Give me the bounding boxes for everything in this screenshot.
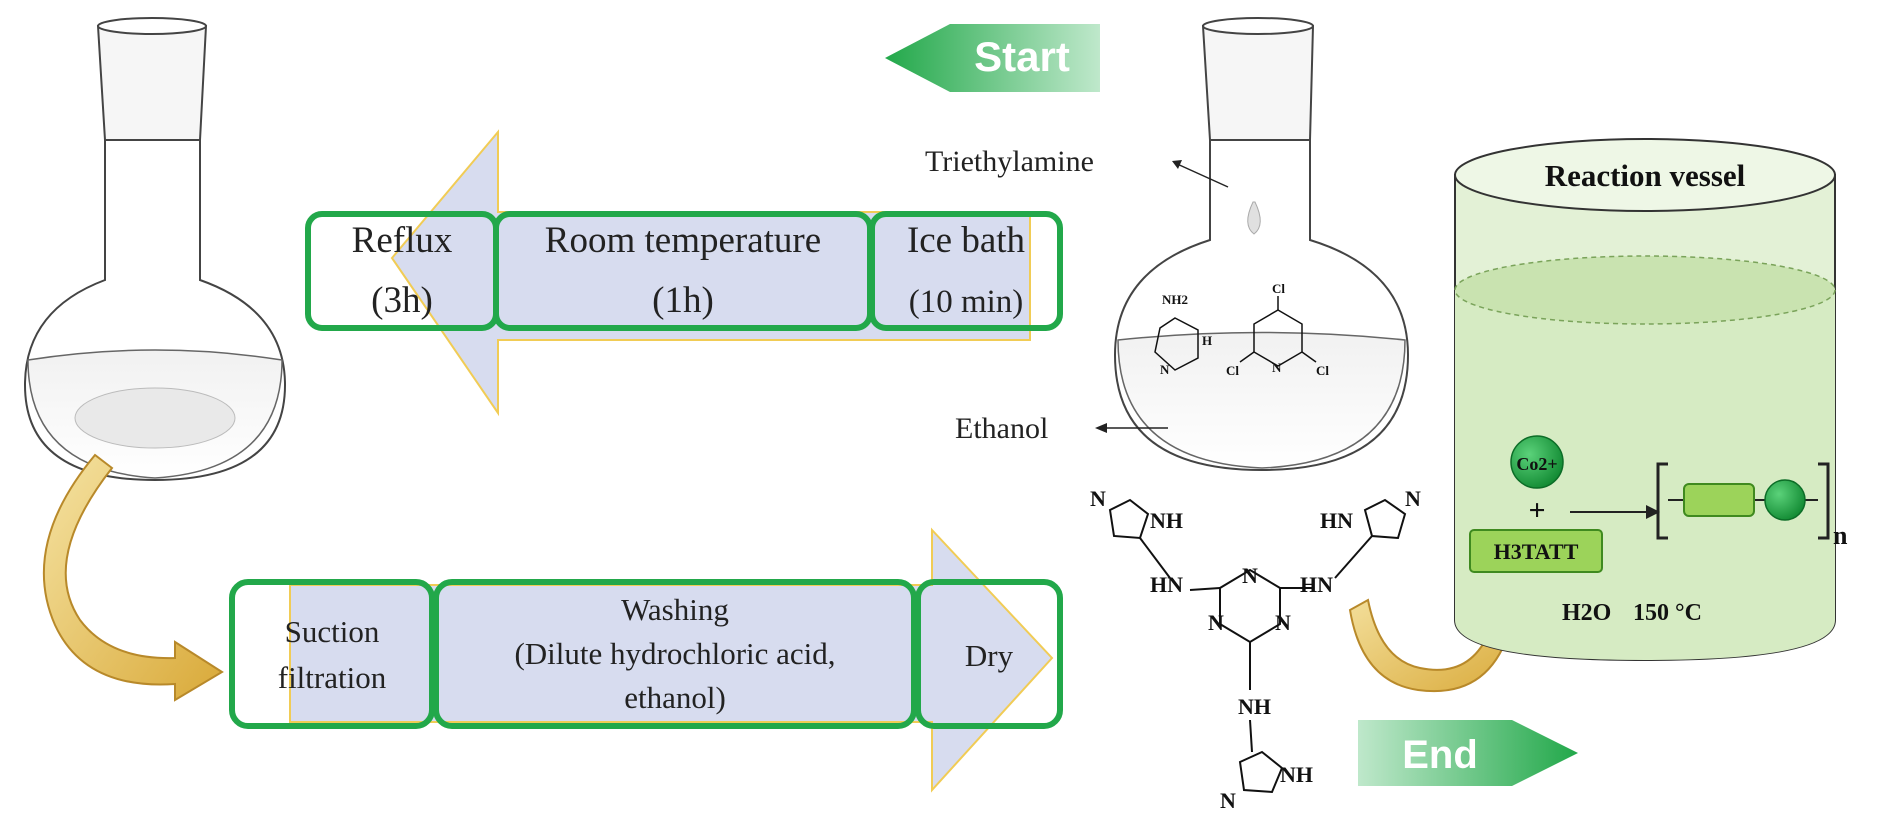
ethanol-solution (1117, 331, 1406, 469)
end-label: End (1402, 733, 1478, 777)
step-box-dry (915, 579, 1063, 729)
end-arrow (1358, 720, 1578, 786)
ligand-left-nh: NH (1150, 508, 1183, 533)
cyanuric-cl-right-label: Cl (1316, 363, 1329, 378)
polymer-repeat-unit (1656, 462, 1830, 540)
ligand-left-tetrazole-n: N (1090, 486, 1106, 511)
triethylamine-pointer (1172, 160, 1229, 188)
reaction-arrow (1570, 505, 1660, 519)
conditions-temperature: 150 °C (1633, 600, 1702, 626)
step-washing-line1: Washing (621, 592, 729, 627)
reaction-vessel (1454, 138, 1836, 662)
step-room-temperature-name: Room temperature (545, 220, 821, 261)
step-ice-bath-name: Ice bath (907, 220, 1026, 261)
cobalt-ion (1510, 435, 1564, 489)
start-arrow (885, 24, 1100, 92)
h3tatt-ligand-box (1469, 529, 1603, 573)
polymer-n-subscript: n (1833, 521, 1848, 550)
step-suction-line1: Suction (285, 614, 380, 649)
aminotetrazole-h-label: H (1202, 333, 1212, 348)
ligand-right-hn: HN (1320, 508, 1353, 533)
cobalt-label: Co2+ (1516, 454, 1557, 474)
ligand-triazine-n-right: N (1275, 610, 1291, 635)
polymer-ligand-node (1683, 483, 1755, 517)
ligand-triazine-n-top: N (1242, 563, 1258, 588)
cyanuric-cl-top-label: Cl (1272, 281, 1285, 296)
step-box-ice-bath (869, 211, 1063, 331)
ligand-right-hn2: HN (1300, 572, 1333, 597)
ligand-bottom-tetrazole-nh: NH (1280, 762, 1313, 787)
plus-sign: + (1528, 494, 1545, 527)
step-box-suction-filtration (229, 579, 435, 729)
cyanuric-cl-left-label: Cl (1226, 363, 1239, 378)
ligand-triazine-n-left: N (1208, 610, 1224, 635)
curved-arrow-flask-to-filtration (42, 453, 224, 702)
ligand-right-tetrazole-n: N (1405, 486, 1421, 511)
h3tatt-label: H3TATT (1494, 539, 1579, 564)
step-box-washing (433, 579, 917, 729)
aminotetrazole-n-label: N (1160, 362, 1170, 377)
ligand-bottom-nh: NH (1238, 694, 1271, 719)
cyanuric-chloride-structure (1239, 296, 1317, 367)
ethanol-pointer (1095, 423, 1168, 433)
vessel-title: Reaction vessel (1545, 158, 1746, 193)
step-washing-line3: ethanol) (624, 680, 726, 715)
step-reflux-time: (3h) (371, 280, 433, 321)
step-dry-name: Dry (965, 638, 1014, 673)
triethylamine-label: Triethylamine (925, 145, 1094, 178)
cyanuric-n-label: N (1272, 360, 1282, 375)
step-washing-line2: (Dilute hydrochloric acid, (514, 636, 835, 671)
start-label: Start (974, 33, 1070, 80)
polymer-metal-node (1764, 479, 1806, 521)
aminotetrazole-nh2-label: NH2 (1162, 292, 1188, 307)
left-round-bottom-flask (23, 17, 287, 482)
step-reflux-name: Reflux (352, 220, 453, 261)
triethylamine-drop (1247, 201, 1261, 235)
step-ice-bath-time: (10 min) (909, 284, 1024, 320)
aminotetrazole-structure (1154, 317, 1199, 371)
ligand-bottom-tetrazole-n: N (1220, 788, 1236, 813)
step-suction-line2: filtration (278, 660, 387, 695)
conditions-solvent: H2O (1562, 600, 1611, 626)
h3tatt-structure (1108, 498, 1407, 794)
right-round-bottom-flask (1113, 17, 1410, 472)
vessel-liquid-surface (1454, 255, 1836, 325)
ethanol-label: Ethanol (955, 412, 1048, 445)
ligand-left-hn: HN (1150, 572, 1183, 597)
top-process-arrow (390, 129, 1031, 417)
step-room-temperature-time: (1h) (652, 280, 714, 321)
ground-glass-neck (96, 20, 208, 141)
precipitate-solid (74, 387, 236, 449)
